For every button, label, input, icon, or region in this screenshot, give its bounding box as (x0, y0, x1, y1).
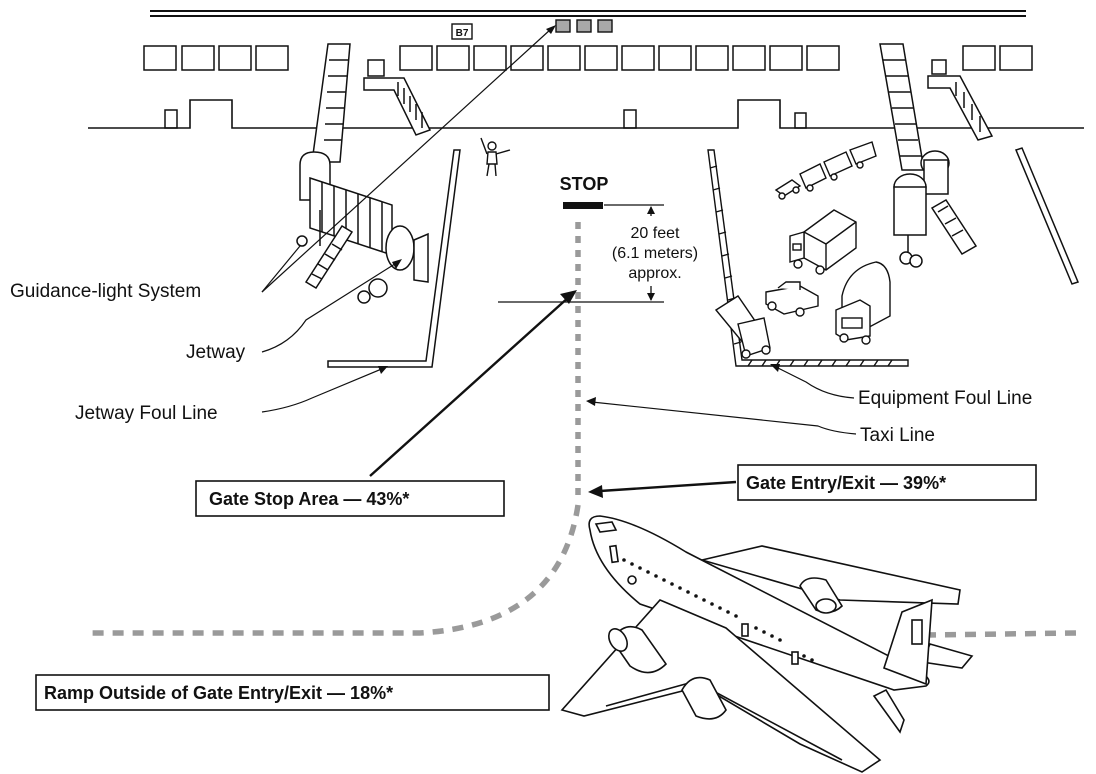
terminal-door (165, 110, 177, 128)
label-taxi-line: Taxi Line (860, 425, 935, 446)
label-guidance-light-system: Guidance-light System (10, 281, 201, 302)
belt-loader (716, 296, 770, 358)
right-edge-line (1016, 148, 1078, 284)
airplane (562, 516, 972, 772)
guidance-light-boxes (556, 20, 612, 32)
marshaller-person (481, 138, 510, 176)
left-service-stairs (364, 60, 430, 135)
gate-sign-text: B7 (456, 28, 469, 39)
label-jetway-foul-line: Jetway Foul Line (75, 403, 218, 424)
ramp-outside-text: Ramp Outside of Gate Entry/Exit — 18%* (44, 683, 393, 703)
gate-sign: B7 (452, 24, 472, 39)
label-equipment-foul-line: Equipment Foul Line (858, 388, 1032, 409)
gate-entry-exit-text: Gate Entry/Exit — 39%* (746, 473, 946, 493)
gate-entry-exit-box: Gate Entry/Exit — 39%* (738, 465, 1036, 500)
ground-equipment (716, 142, 890, 358)
gate-stop-area-text: Gate Stop Area — 43%* (209, 489, 409, 509)
distance-line-2: (6.1 meters) (612, 245, 698, 262)
baggage-train (776, 142, 876, 199)
area-arrows (370, 290, 736, 498)
left-jetway (297, 44, 428, 303)
stop-label: STOP (560, 174, 609, 194)
terminal-door (624, 110, 636, 128)
pickup-truck (766, 282, 818, 316)
fuel-truck (836, 262, 890, 344)
catering-truck (790, 210, 856, 274)
stop-marker: STOP (560, 174, 609, 209)
terminal-windows-left (144, 46, 288, 70)
stop-bar (563, 202, 603, 209)
terminal-ground-line (88, 100, 1084, 128)
distance-line-1: 20 feet (631, 225, 680, 242)
gate-stop-area-box: Gate Stop Area — 43%* (196, 481, 504, 516)
distance-line-3: approx. (628, 265, 681, 282)
terminal-door (795, 113, 806, 128)
distance-dimension: 20 feet (6.1 meters) approx. (498, 205, 698, 302)
ramp-outside-box: Ramp Outside of Gate Entry/Exit — 18%* (36, 675, 549, 710)
terminal-windows-right (963, 46, 1032, 70)
terminal-windows-middle (400, 46, 839, 70)
label-jetway: Jetway (186, 342, 246, 363)
